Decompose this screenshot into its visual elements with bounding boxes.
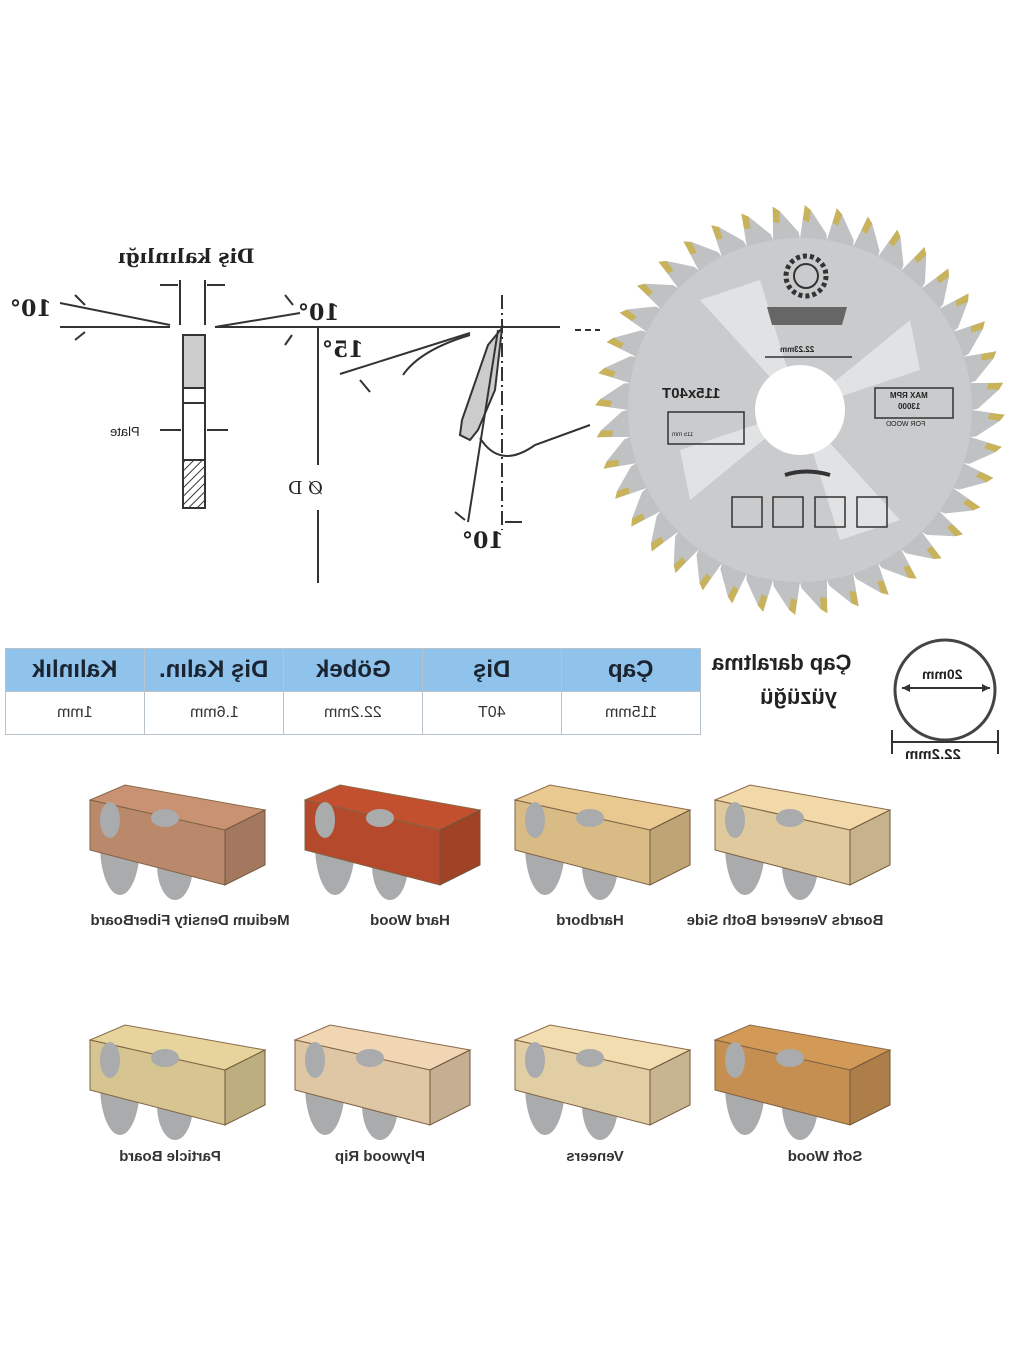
carbide-tip [631, 513, 645, 527]
carbide-tip [803, 205, 811, 223]
carbide-tip [699, 573, 712, 591]
gear-logo-icon [783, 253, 829, 299]
wood-block-icon [713, 1024, 892, 1140]
value-diameter: 115mm [561, 691, 701, 735]
material-illustration [510, 1020, 700, 1145]
rotation-arrow-icon [784, 469, 831, 477]
carbide-tip [596, 430, 614, 438]
carbide-tip [914, 247, 927, 264]
spec-table: Kalınlık Diş Kalın. Göbek Diş Çap 1mm 1.… [5, 648, 701, 735]
carbide-tip [603, 459, 619, 469]
material-illustration [710, 1020, 900, 1145]
wood-block-icon [513, 784, 692, 900]
outer-diameter-label: 22.2mm [905, 746, 961, 763]
carbide-tip [981, 351, 997, 361]
rpm-marking-box [874, 387, 954, 419]
inner-diameter-label: 20mm [922, 666, 963, 682]
carbide-tip [926, 546, 942, 559]
carbide-tip [970, 321, 985, 333]
wood-block-icon [713, 784, 892, 900]
table-header-row: Kalınlık Diş Kalın. Göbek Diş Çap [5, 648, 701, 692]
value-tooth-thickness: 1.6mm [144, 691, 284, 735]
material-label: Soft Wood [787, 1148, 863, 1165]
safety-icon [731, 496, 763, 528]
carbide-tip [757, 594, 768, 612]
carbide-tip [595, 399, 613, 407]
carbide-tip [683, 241, 697, 255]
header-teeth: Diş [422, 648, 562, 692]
table-row: 1mm 1.6mm 22.2mm 40T 115mm [5, 691, 701, 735]
grinder-icon [814, 496, 846, 528]
wood-block-icon [88, 1024, 267, 1140]
carbide-tip [711, 225, 723, 240]
carbide-tip [673, 556, 686, 573]
material-illustration [710, 780, 900, 905]
carbide-tip [606, 337, 625, 349]
carbide-tip [849, 591, 859, 607]
material-label: Veneers [566, 1148, 624, 1165]
carbide-tip [598, 367, 616, 378]
carbide-tip [741, 213, 751, 229]
material-label: Medium Density FiberBoard [90, 912, 290, 929]
wood-block-icon [303, 784, 482, 900]
carbide-tip [955, 293, 969, 307]
wood-block-icon [293, 1024, 472, 1140]
header-tooth-thickness: Diş Kalın. [144, 648, 284, 692]
angle-line [59, 302, 171, 326]
carbide-tip [888, 229, 901, 247]
wood-block-icon [88, 784, 267, 900]
material-illustration [85, 780, 275, 905]
material-label: Boards Veneered Both Side [686, 912, 884, 929]
carbide-tip [986, 382, 1004, 390]
value-bore: 22.2mm [283, 691, 423, 735]
wood-icon [856, 496, 888, 528]
tool-marking-box [667, 411, 745, 445]
reducer-ring-title-2: yüzüğü [760, 684, 837, 709]
material-label: Hardbord [556, 912, 624, 929]
wood-block-icon [513, 1024, 692, 1140]
header-bore: Göbek [283, 648, 423, 692]
carbide-tip [658, 261, 674, 274]
saw-usage-icon [772, 496, 804, 528]
carbide-tip [987, 413, 1005, 421]
carbide-tip [619, 309, 637, 322]
material-label: Hard Wood [370, 912, 450, 929]
value-teeth: 40T [422, 691, 562, 735]
carbide-tip [975, 471, 994, 483]
material-illustration [510, 780, 700, 905]
carbide-tip [963, 498, 981, 511]
arbor-hole [755, 365, 845, 455]
carbide-tip [820, 596, 828, 614]
label-plate [767, 307, 847, 325]
material-illustration [290, 1020, 480, 1145]
carbide-tip [637, 283, 654, 296]
carbide-tip [877, 580, 889, 595]
material-illustration [85, 1020, 275, 1145]
carbide-tip [936, 268, 949, 284]
reducer-ring [893, 638, 997, 742]
carbide-tip [832, 208, 843, 226]
carbide-tip [615, 487, 630, 499]
carbide-tip [727, 585, 739, 604]
carbide-tip [946, 524, 963, 537]
header-diameter: Çap [561, 648, 701, 692]
material-illustration [300, 780, 490, 905]
carbide-tip [903, 565, 917, 579]
carbide-tip [789, 597, 797, 615]
carbide-tip [861, 216, 873, 235]
material-label: Plywood Rip [335, 1148, 425, 1165]
reducer-ring-title: Çap daraltma [712, 650, 852, 675]
carbide-tip [772, 206, 780, 224]
material-label: Particle Board [119, 1148, 221, 1165]
carbide-tip [984, 442, 1002, 453]
value-thickness: 1mm [5, 691, 145, 735]
carbide-tip [651, 536, 664, 552]
